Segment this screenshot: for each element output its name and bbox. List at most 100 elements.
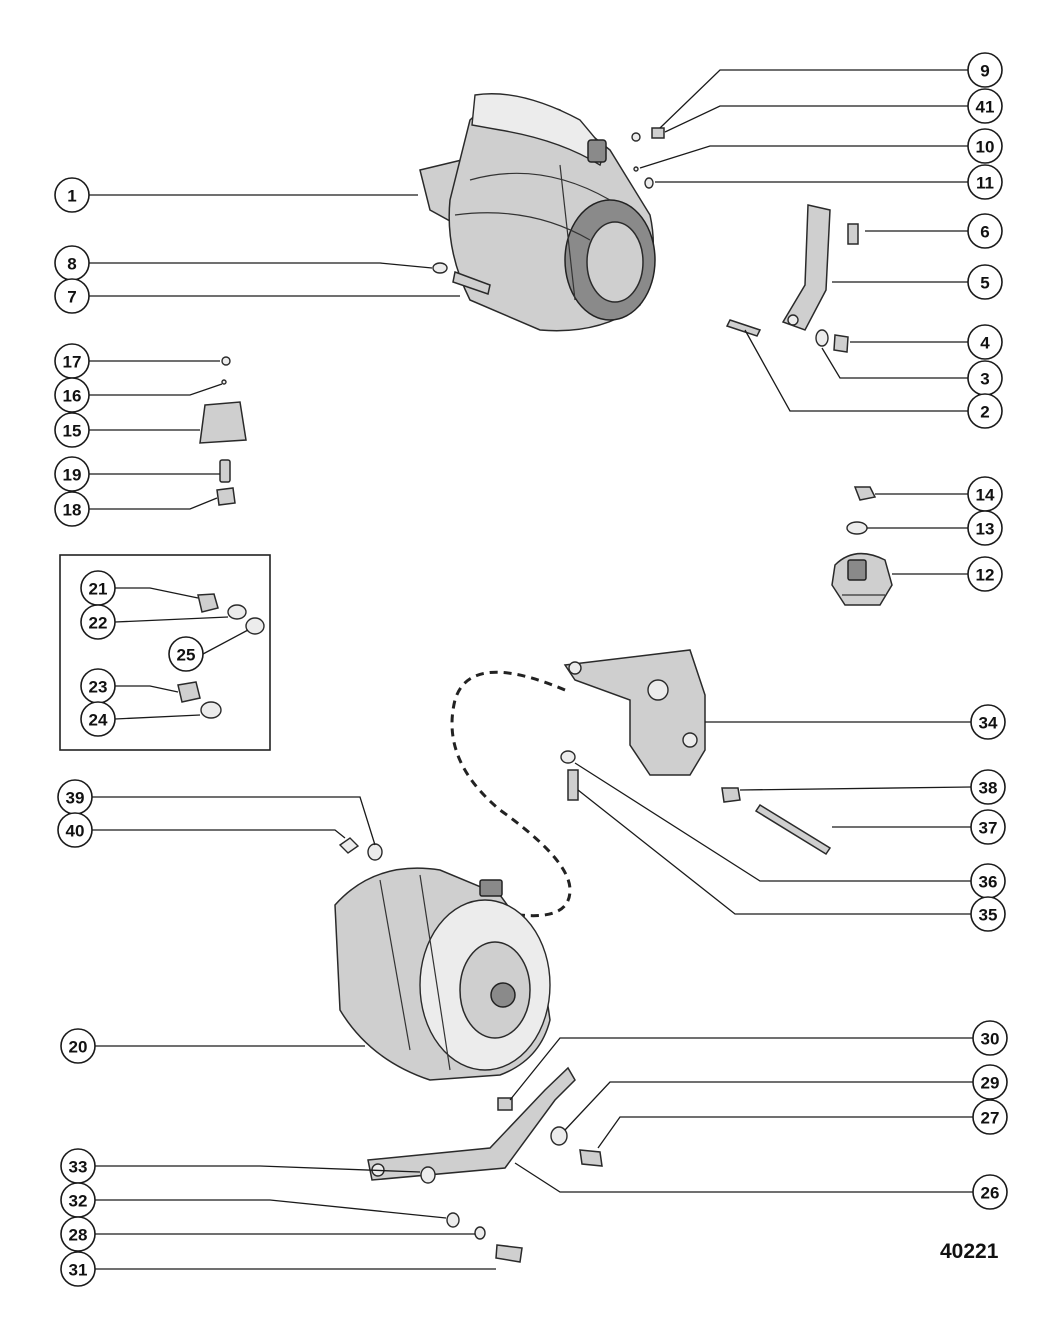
- callout-circle-24: [80, 701, 116, 737]
- callout-number-6: 6: [980, 223, 989, 242]
- callout-number-5: 5: [980, 274, 989, 293]
- callout-circle-6: [967, 213, 1003, 249]
- leader-line-8: [89, 262, 433, 269]
- callout-18: 18: [54, 491, 90, 527]
- leader-line-3: [821, 347, 968, 379]
- callout-34: 34: [970, 704, 1006, 740]
- callout-16: 16: [54, 377, 90, 413]
- leader-line-24: [114, 714, 201, 720]
- callout-2: 2: [967, 393, 1003, 429]
- callout-28: 28: [60, 1216, 96, 1252]
- callout-circle-5: [967, 264, 1003, 300]
- callout-3: 3: [967, 360, 1003, 396]
- callout-number-8: 8: [67, 255, 76, 274]
- callout-number-12: 12: [976, 566, 995, 585]
- callout-number-36: 36: [979, 873, 998, 892]
- callout-number-19: 19: [63, 466, 82, 485]
- callout-circle-19: [54, 456, 90, 492]
- leader-line-30: [509, 1037, 973, 1101]
- callout-38: 38: [970, 769, 1006, 805]
- leader-line-9: [659, 69, 968, 129]
- callout-12: 12: [967, 556, 1003, 592]
- callout-39: 39: [57, 779, 93, 815]
- callout-circle-30: [972, 1020, 1008, 1056]
- callout-number-2: 2: [980, 403, 989, 422]
- callout-27: 27: [972, 1099, 1008, 1135]
- callout-circle-29: [972, 1064, 1008, 1100]
- callout-19: 19: [54, 456, 90, 492]
- callout-37: 37: [970, 809, 1006, 845]
- starter-bracket: [725, 204, 859, 353]
- leader-line-35: [577, 789, 971, 915]
- callout-24: 24: [80, 701, 116, 737]
- callout-circle-41: [967, 88, 1003, 124]
- sender-unit: [831, 486, 893, 606]
- leader-line-38: [739, 786, 972, 791]
- callout-number-20: 20: [69, 1038, 88, 1057]
- callout-32: 32: [60, 1182, 96, 1218]
- figure-number: 40221: [940, 1240, 999, 1263]
- leader-line-22: [114, 616, 229, 623]
- callout-13: 13: [967, 510, 1003, 546]
- callout-circle-16: [54, 377, 90, 413]
- callout-number-38: 38: [979, 779, 998, 798]
- callout-29: 29: [972, 1064, 1008, 1100]
- callout-22: 22: [80, 604, 116, 640]
- starter-motor: [419, 93, 656, 332]
- callout-number-25: 25: [177, 646, 196, 665]
- callout-circle-12: [967, 556, 1003, 592]
- callout-number-26: 26: [981, 1184, 1000, 1203]
- callout-number-29: 29: [981, 1074, 1000, 1093]
- callout-41: 41: [967, 88, 1003, 124]
- callout-circle-10: [967, 128, 1003, 164]
- starter-hardware: [432, 127, 665, 295]
- callout-number-28: 28: [69, 1226, 88, 1245]
- callout-number-17: 17: [63, 353, 82, 372]
- callout-number-32: 32: [69, 1192, 88, 1211]
- mount-stack: [199, 356, 247, 506]
- leader-line-29: [564, 1081, 973, 1131]
- callout-number-23: 23: [89, 678, 108, 697]
- callout-26: 26: [972, 1174, 1008, 1210]
- callout-circle-15: [54, 412, 90, 448]
- callout-30: 30: [972, 1020, 1008, 1056]
- callout-circle-4: [967, 324, 1003, 360]
- callout-25: 25: [168, 636, 204, 672]
- callout-1: 1: [54, 177, 90, 213]
- callout-number-11: 11: [976, 174, 994, 193]
- callout-14: 14: [967, 476, 1003, 512]
- callout-circle-25: [168, 636, 204, 672]
- callout-layer: 9411011168574321716151918141312212225232…: [54, 52, 1008, 1287]
- callout-circle-40: [57, 812, 93, 848]
- leader-line-25: [202, 629, 249, 655]
- callout-circle-18: [54, 491, 90, 527]
- callout-number-3: 3: [980, 370, 989, 389]
- callout-20: 20: [60, 1028, 96, 1064]
- callout-number-27: 27: [981, 1109, 1000, 1128]
- callout-number-24: 24: [89, 711, 108, 730]
- callout-circle-31: [60, 1251, 96, 1287]
- callout-circle-11: [967, 164, 1003, 200]
- leader-line-26: [514, 1162, 973, 1193]
- callout-7: 7: [54, 278, 90, 314]
- callout-circle-34: [970, 704, 1006, 740]
- callout-circle-27: [972, 1099, 1008, 1135]
- callout-11: 11: [967, 164, 1003, 200]
- callout-number-1: 1: [67, 187, 76, 206]
- callout-circle-20: [60, 1028, 96, 1064]
- callout-33: 33: [60, 1148, 96, 1184]
- callout-circle-35: [970, 896, 1006, 932]
- alternator-mount-bracket: [560, 649, 832, 856]
- leader-line-32: [95, 1199, 447, 1219]
- callout-23: 23: [80, 668, 116, 704]
- leader-line-33: [95, 1165, 421, 1173]
- inset-hardware-box: [59, 554, 271, 751]
- callout-circle-28: [60, 1216, 96, 1252]
- callout-number-37: 37: [979, 819, 998, 838]
- callout-21: 21: [80, 570, 116, 606]
- callout-circle-26: [972, 1174, 1008, 1210]
- callout-17: 17: [54, 343, 90, 379]
- callout-number-16: 16: [63, 387, 82, 406]
- leader-line-39: [92, 796, 376, 846]
